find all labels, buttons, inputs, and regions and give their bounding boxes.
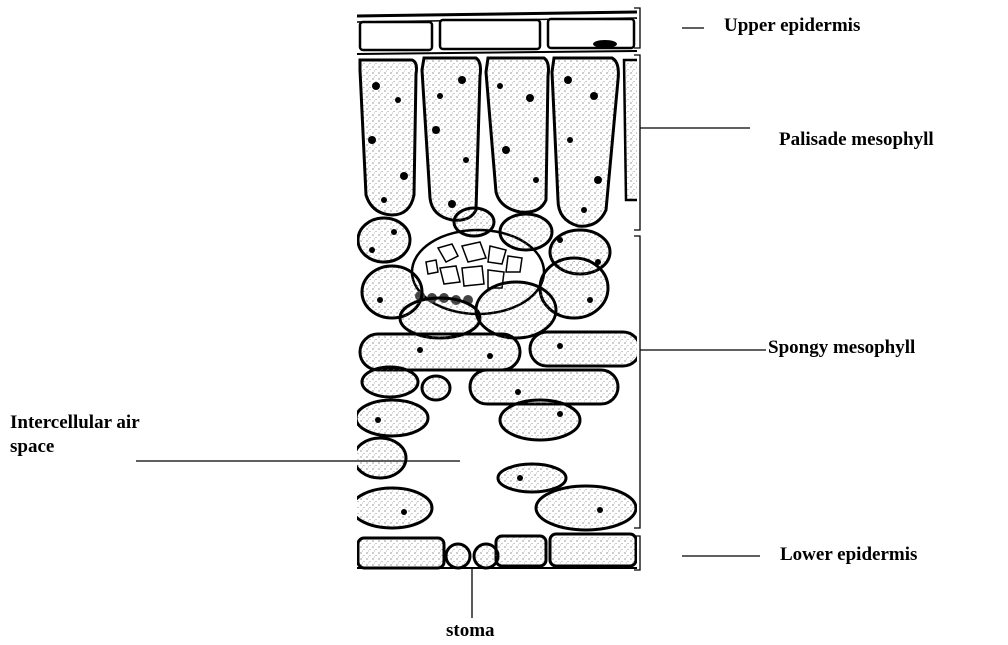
stoma-label: stoma	[446, 620, 495, 642]
tissue-section	[352, 12, 640, 568]
spongy-cells	[352, 332, 640, 530]
intercellular-air-label: Intercellular air	[10, 412, 140, 434]
upper-epidermis-label: Upper epidermis	[724, 15, 860, 37]
intercellular-air-label-space: space	[10, 436, 54, 458]
lower-epidermis-label: Lower epidermis	[780, 544, 917, 566]
spongy-mesophyll-label: Spongy mesophyll	[768, 337, 915, 359]
palisade-mesophyll-label: Palisade mesophyll	[779, 129, 934, 151]
palisade-cells	[360, 58, 640, 226]
guard-cells	[446, 544, 498, 568]
upper-epidermis-cells	[357, 12, 637, 54]
